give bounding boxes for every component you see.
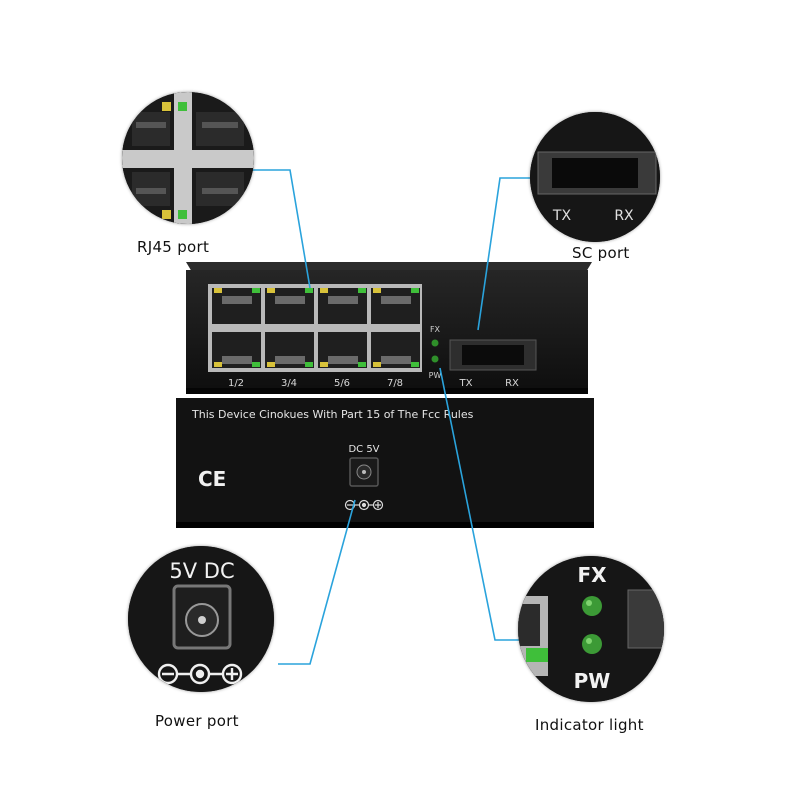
caption-sc: SC port: [572, 244, 630, 262]
port-group-label: 1/2: [228, 378, 244, 389]
rj45-port-row-top: [212, 288, 420, 324]
led-fx-label: FX: [430, 325, 441, 334]
zoom-power-label: 5V DC: [169, 559, 234, 583]
zoom-indicator-circle: FX PW: [518, 556, 664, 702]
zoom-led-fx: [582, 596, 602, 616]
callout-lines: [250, 169, 530, 665]
dc-5v-label: DC 5V: [348, 444, 379, 455]
zoom-rj45-detail: [122, 92, 254, 224]
dc-power-jack: [349, 457, 379, 487]
callout-line-indicator: [439, 367, 520, 641]
led-pw-label: PW: [429, 371, 442, 380]
callout-line-rj45: [250, 169, 311, 289]
port-group-label: 5/6: [334, 378, 350, 389]
led-fx: [431, 339, 439, 347]
zoom-led-pw: [582, 634, 602, 654]
led-pw: [431, 355, 439, 363]
zoom-polarity-symbol: [157, 663, 243, 685]
caption-indicator: Indicator light: [535, 716, 644, 734]
zoom-sc-tx-label: TX: [552, 208, 572, 224]
sc-rx-label: RX: [505, 378, 519, 389]
caption-rj45: RJ45 port: [137, 238, 210, 256]
zoom-rj45-circle: [122, 92, 254, 224]
rear-panel-unit: This Device Cinokues With Part 15 of The…: [176, 398, 594, 528]
zoom-power-circle: 5V DC: [128, 546, 274, 692]
sc-tx-label: TX: [459, 378, 473, 389]
ce-mark: CE: [198, 467, 226, 491]
zoom-sc-circle: TX RX: [530, 112, 660, 242]
rj45-port-block: 1/2 3/4 5/6 7/8: [208, 284, 422, 389]
port-group-label: 3/4: [281, 378, 297, 389]
polarity-symbol: [344, 499, 384, 511]
zoom-indicator-detail: FX PW: [518, 556, 664, 702]
zoom-led-pw-label: PW: [574, 669, 611, 693]
port-group-label: 7/8: [387, 378, 403, 389]
callout-line-sc: [477, 177, 530, 331]
fcc-notice: This Device Cinokues With Part 15 of The…: [191, 408, 474, 421]
zoom-power-detail: 5V DC: [128, 546, 274, 692]
zoom-sc-rx-label: RX: [614, 208, 634, 224]
zoom-sc-detail: TX RX: [530, 112, 660, 242]
sc-port: TX RX: [449, 339, 537, 389]
rj45-led-row: [214, 288, 419, 367]
zoom-led-fx-label: FX: [577, 563, 607, 587]
callout-line-power: [278, 499, 356, 665]
device-status-leds: FX PW: [429, 325, 442, 380]
caption-power: Power port: [155, 712, 239, 730]
